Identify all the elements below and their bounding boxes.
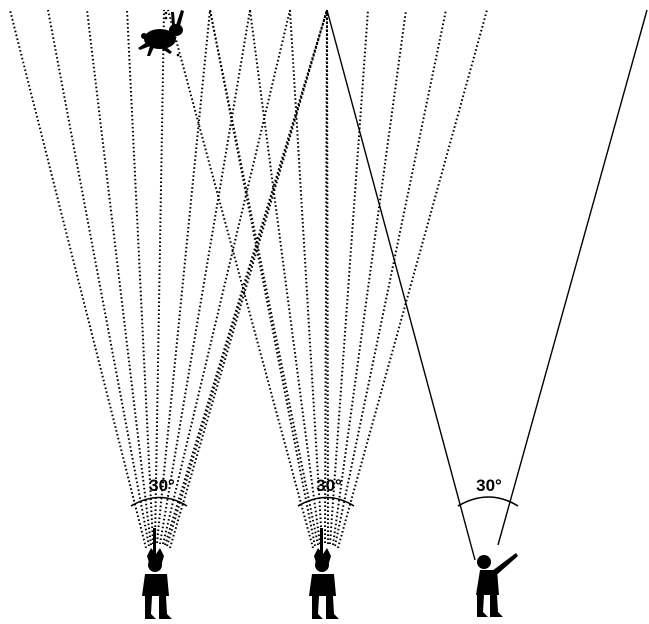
ray-middle-8 bbox=[329, 9, 369, 545]
ray-left-10 bbox=[166, 9, 328, 547]
ray-left-3 bbox=[86, 9, 152, 546]
ray-right-1 bbox=[326, 9, 476, 561]
ray-right-2 bbox=[497, 9, 648, 546]
ray-left-9 bbox=[164, 9, 328, 546]
ray-middle-7 bbox=[326, 9, 329, 545]
shooter-left bbox=[142, 528, 172, 619]
ray-left-11 bbox=[169, 9, 328, 549]
ray-left-6 bbox=[156, 9, 211, 544]
ray-middle-4 bbox=[249, 9, 321, 545]
angle-label-left: 30° bbox=[149, 476, 175, 495]
ray-left-1 bbox=[9, 9, 147, 549]
ray-middle-3 bbox=[209, 9, 319, 546]
ray-left-4 bbox=[126, 9, 154, 545]
angle-arc-right bbox=[457, 496, 519, 507]
ray-middle-9 bbox=[332, 9, 407, 546]
ray-middle-2 bbox=[209, 9, 316, 547]
ray-left-2 bbox=[47, 9, 150, 547]
shooter-right bbox=[476, 553, 518, 617]
ray-left-7 bbox=[159, 9, 251, 545]
ray-left-5 bbox=[154, 9, 165, 544]
ray-middle-1 bbox=[167, 9, 314, 549]
ray-middle-6 bbox=[324, 9, 328, 544]
ray-middle-11 bbox=[337, 9, 488, 549]
ray-layer bbox=[9, 9, 648, 561]
ray-middle-5 bbox=[289, 9, 323, 544]
ray-middle-10 bbox=[334, 9, 447, 547]
rabbit-icon bbox=[138, 10, 184, 57]
angle-arc-left bbox=[130, 496, 188, 507]
angle-arc-middle bbox=[297, 496, 355, 507]
angle-label-right: 30° bbox=[476, 476, 502, 495]
angle-label-middle: 30° bbox=[316, 476, 342, 495]
shooter-middle bbox=[309, 528, 339, 619]
ray-left-8 bbox=[162, 9, 291, 545]
